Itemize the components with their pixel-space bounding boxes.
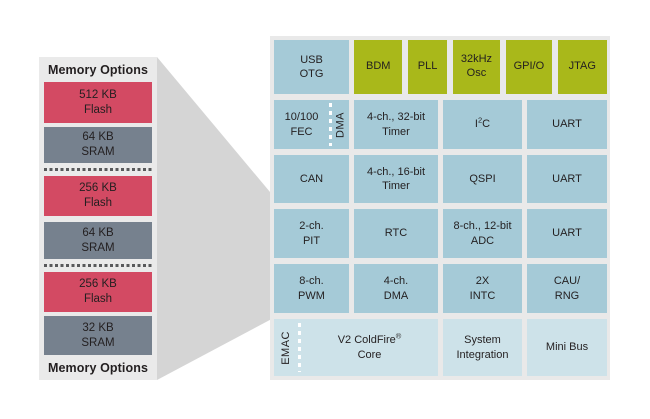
sram-64kb-size: 64 KB [82, 226, 114, 239]
i2c-label: I2C [474, 115, 491, 131]
block-qspi: QSPI [443, 155, 522, 203]
pll-label: PLL [417, 60, 438, 73]
block-gpio: GPI/O [506, 40, 552, 94]
block-pit: 2-ch. PIT [274, 209, 349, 258]
cau-rng-label: CAU/ RNG [553, 275, 581, 302]
block-uart-3: UART [527, 209, 607, 258]
block-uart-2: UART [527, 155, 607, 203]
coldfire-core-label: V2 ColdFire® Core [337, 331, 402, 361]
flash-256kb-size: 256 KB [79, 182, 117, 195]
gpio-label: GPI/O [513, 60, 545, 73]
flash-256kb-block-2: 256 KB Flash [44, 272, 152, 312]
block-can: CAN [274, 155, 349, 203]
system-integration-label: System Integration [456, 334, 509, 361]
block-timer-16bit: 4-ch., 16-bit Timer [354, 155, 438, 203]
block-emac-coldfire-core: EMAC V2 ColdFire® Core [274, 319, 438, 376]
block-cau-rng: CAU/ RNG [527, 264, 607, 313]
block-jtag: JTAG [557, 40, 607, 94]
soc-block-diagram-panel: USB OTG BDM PLL 32kHz Osc GPI/O JTAG 10/… [270, 36, 610, 380]
sram-64kb-block-1: 64 KB SRAM [44, 127, 152, 163]
uart-2-label: UART [552, 172, 582, 185]
emac-vertical-label: EMAC [279, 330, 292, 365]
can-label: CAN [299, 172, 324, 185]
dma-vertical-label: DMA [334, 111, 347, 138]
adc-label: 8-ch., 12-bit ADC [453, 220, 512, 247]
memory-options-footer: Memory Options [47, 360, 149, 375]
block-timer-32bit: 4-ch., 32-bit Timer [354, 100, 438, 149]
block-bdm: BDM [354, 40, 403, 94]
zoom-beam-connector [157, 57, 270, 380]
flash-256kb-kind: Flash [83, 293, 113, 305]
block-fec-dma: 10/100 FEC DMA [274, 100, 349, 149]
sram-64kb-block-2: 64 KB SRAM [44, 222, 152, 259]
uart-1-label: UART [552, 118, 582, 131]
block-adc: 8-ch., 12-bit ADC [443, 209, 522, 258]
pit-label: 2-ch. PIT [299, 220, 324, 247]
block-usb-otg: USB OTG [274, 40, 349, 94]
dotted-separator [44, 168, 152, 171]
block-intc: 2X INTC [443, 264, 522, 313]
flash-256kb-block-1: 256 KB Flash [44, 176, 152, 216]
usb-otg-label: USB OTG [299, 53, 324, 80]
rtc-label: RTC [384, 227, 408, 240]
memory-options-panel: Memory Options 512 KB Flash 64 KB SRAM 2… [39, 57, 157, 380]
block-rtc: RTC [354, 209, 438, 258]
flash-256kb-size: 256 KB [79, 278, 117, 291]
block-pwm: 8-ch. PWM [274, 264, 349, 313]
sram-32kb-size: 32 KB [82, 321, 114, 334]
sram-32kb-block: 32 KB SRAM [44, 316, 152, 355]
block-uart-1: UART [527, 100, 607, 149]
block-mini-bus: Mini Bus [527, 319, 607, 376]
block-pll: PLL [408, 40, 447, 94]
timer-32bit-label: 4-ch., 32-bit Timer [366, 111, 426, 138]
sram-32kb-kind: SRAM [81, 336, 115, 349]
flash-256kb-kind: Flash [83, 197, 113, 209]
dma-4ch-label: 4-ch. DMA [383, 275, 409, 302]
block-system-integration: System Integration [443, 319, 522, 376]
bdm-label: BDM [365, 60, 391, 73]
jtag-label: JTAG [568, 60, 596, 73]
fec-dma-divider-line [329, 103, 332, 146]
flash-512kb-size: 512 KB [79, 88, 117, 101]
block-32khz-osc: 32kHz Osc [452, 40, 501, 94]
sram-64kb-kind: SRAM [81, 146, 115, 158]
debug-blocks-row: BDM PLL 32kHz Osc GPI/O JTAG [354, 40, 607, 94]
mini-bus-label: Mini Bus [545, 341, 589, 354]
flash-512kb-block: 512 KB Flash [44, 82, 152, 123]
flash-512kb-kind: Flash [83, 103, 113, 116]
sram-64kb-size: 64 KB [82, 131, 114, 144]
fec-label: 10/100 FEC [284, 111, 319, 138]
uart-3-label: UART [552, 227, 582, 240]
pwm-label: 8-ch. PWM [298, 275, 325, 302]
block-dma-4ch: 4-ch. DMA [354, 264, 438, 313]
sram-64kb-kind: SRAM [81, 241, 115, 254]
emac-core-divider-line [298, 322, 301, 372]
intc-label: 2X INTC [469, 275, 496, 302]
memory-options-header: Memory Options [47, 62, 149, 77]
block-i2c: I2C [443, 100, 522, 149]
qspi-label: QSPI [469, 172, 496, 185]
timer-16bit-label: 4-ch., 16-bit Timer [366, 165, 426, 192]
osc-label: 32kHz Osc [460, 53, 493, 79]
dotted-separator [44, 264, 152, 267]
